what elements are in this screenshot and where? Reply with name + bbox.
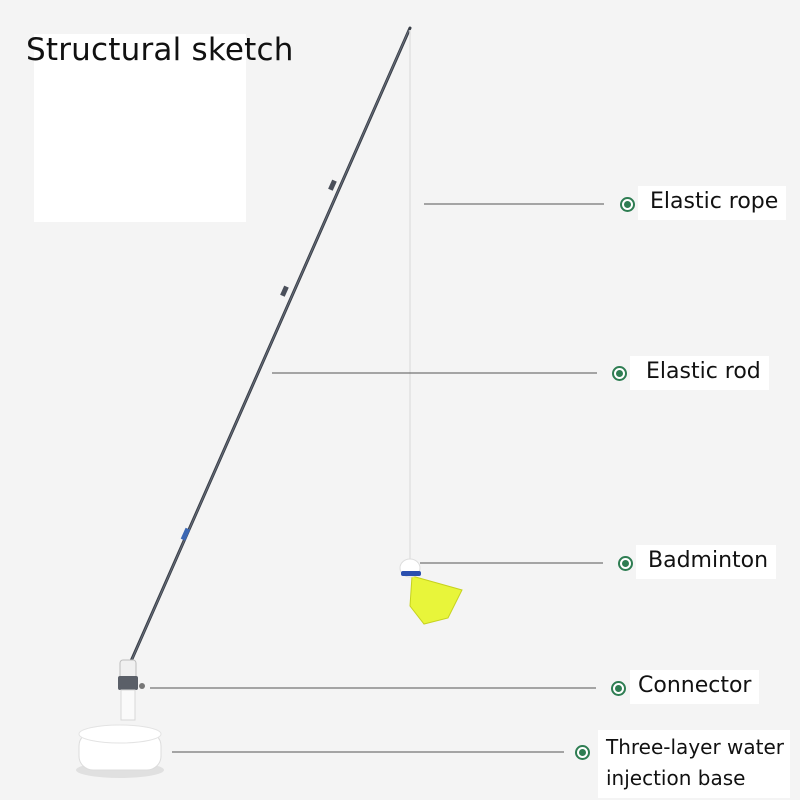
title-panel [34, 34, 246, 222]
label-text: Badminton [648, 548, 769, 573]
label-elastic-rope: Elastic rope [638, 186, 787, 220]
bullet-icon [575, 745, 590, 760]
label-connector: Connector [630, 670, 760, 704]
base-top [78, 724, 162, 744]
diagram-title: Structural sketch [26, 32, 294, 68]
elastic-rod-highlight [128, 29, 410, 667]
label-text: Connector [638, 673, 752, 698]
rod-joint [180, 527, 191, 541]
label-text: Three-layer water [606, 735, 785, 759]
label-water-base: Three-layer water injection base [598, 730, 791, 798]
label-badminton: Badminton [636, 545, 777, 579]
connector-clamp [118, 676, 138, 690]
shuttlecock [399, 558, 463, 625]
bullet-icon [611, 681, 626, 696]
label-text-line2: injection base [606, 766, 746, 790]
label-text: Elastic rod [646, 359, 761, 384]
rod-joint [280, 285, 289, 297]
rod-joint [328, 179, 337, 191]
bullet-icon [618, 556, 633, 571]
connector-stem [120, 689, 136, 721]
connector-screw [139, 683, 145, 689]
bullet-icon [612, 366, 627, 381]
bullet-icon [620, 197, 635, 212]
label-elastic-rod: Elastic rod [630, 356, 769, 390]
label-text: Elastic rope [650, 189, 779, 214]
